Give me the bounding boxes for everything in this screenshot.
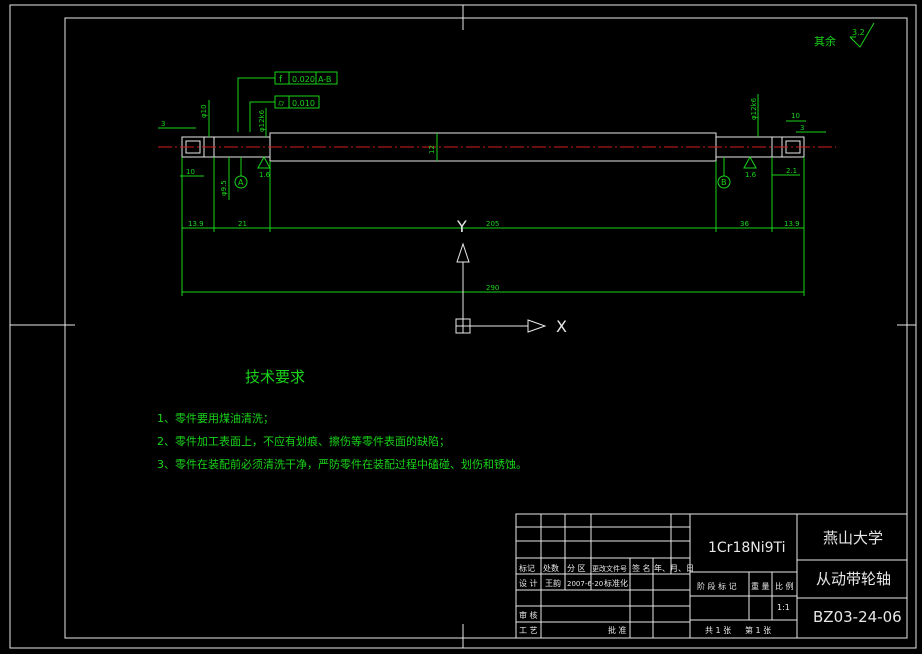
rev-header-date: 年、月、日 <box>654 563 694 573</box>
review-label: 审 核 <box>519 610 538 620</box>
datum-a-symbol-icon <box>234 157 248 189</box>
approve-label: 批 准 <box>608 625 627 635</box>
total-sheets: 共 1 张 <box>705 626 731 635</box>
dim-key-left-top: 3 <box>161 120 165 128</box>
requirement-item-3: 3、零件在装配前必须清洗干净，严防零件在装配过程中磕碰、划伤和锈蚀。 <box>157 457 527 471</box>
datum-a-label: A <box>238 178 244 187</box>
title-block <box>515 513 908 639</box>
tol-leader-1 <box>237 77 275 132</box>
dim-len-left-seat: 21 <box>238 220 247 228</box>
dim-d-body: 12 <box>428 145 436 154</box>
roughness-symbol-icon <box>849 22 875 48</box>
datum-b-label: B <box>721 178 727 187</box>
datum-b-symbol-icon <box>717 157 731 189</box>
rough-right-value: 1.6 <box>745 171 757 179</box>
dim-d-left-seat: φ12k6 <box>258 109 266 132</box>
dim-key-right-top: 10 <box>791 112 800 120</box>
extension-lines <box>181 157 805 296</box>
rev-header-zone: 分 区 <box>567 564 586 573</box>
roughness-left-icon <box>257 155 271 169</box>
rev-header-doc: 更改文件号 <box>592 564 627 573</box>
stage-label: 阶 段 标 记 <box>697 581 737 591</box>
dim-d-left-shoulder: φ10 <box>200 104 208 118</box>
requirement-item-2: 2、零件加工表面上，不应有划痕、擦伤等零件表面的缺陷； <box>157 434 450 448</box>
tol-leader-2 <box>249 101 275 132</box>
drawing-frame <box>64 17 908 639</box>
process-label: 工 艺 <box>519 626 538 635</box>
rev-header-count: 处数 <box>543 563 559 573</box>
material-text: 1Cr18Ni9Ti <box>708 540 786 556</box>
roughness-right-icon <box>743 155 757 169</box>
tol-cyl-value: 0.010 <box>292 99 315 108</box>
dim-len-left-end: 13.9 <box>188 220 204 228</box>
tol-runout-symbol: f <box>279 75 283 85</box>
dim-len-total: 290 <box>486 284 499 292</box>
dim-len-mid: 205 <box>486 220 499 228</box>
ucs-axis-icon <box>455 242 547 334</box>
dim-d-left-small: φ9.5 <box>220 180 228 196</box>
dim-d-right-seat: φ12k6 <box>750 97 758 120</box>
dim-key-left-bottom: 10 <box>186 168 195 176</box>
scale-value: 1:1 <box>777 603 790 612</box>
axis-y-label: Y <box>456 217 467 236</box>
rough-left-value: 1.6 <box>259 171 271 179</box>
school-name: 燕山大学 <box>823 529 883 547</box>
axis-x-label: X <box>556 317 567 336</box>
design-date: 2007-6-20 <box>567 580 603 588</box>
rev-header-mark: 标记 <box>519 563 535 573</box>
dim-len-right-end: 13.9 <box>784 220 800 228</box>
tol-runout-datum: A-B <box>318 75 331 84</box>
standardize-label: 标准化 <box>604 578 628 588</box>
scale-label: 比 例 <box>775 581 794 591</box>
drawing-number: BZ03-24-06 <box>813 608 902 626</box>
roughness-value: 3.2 <box>852 28 865 37</box>
rev-header-sign: 签 名 <box>632 563 651 573</box>
dim-key-right-side: 3 <box>800 124 804 132</box>
part-name: 从动带轮轴 <box>816 570 891 588</box>
dim-right-gap: 2.1 <box>786 167 797 175</box>
tol-cyl-symbol: ⌭ <box>278 99 285 109</box>
dim-len-right-seat: 36 <box>740 220 749 228</box>
weight-label: 重 量 <box>751 581 770 591</box>
roughness-note: 其余 <box>814 34 836 48</box>
designer-name: 王韵 <box>545 578 561 588</box>
requirement-item-1: 1、零件要用煤油清洗； <box>157 411 274 425</box>
designer-label: 设 计 <box>519 578 538 588</box>
tol-runout-value: 0.020 <box>292 75 315 84</box>
requirements-heading: 技术要求 <box>245 368 305 386</box>
sheet-number: 第 1 张 <box>745 625 771 635</box>
